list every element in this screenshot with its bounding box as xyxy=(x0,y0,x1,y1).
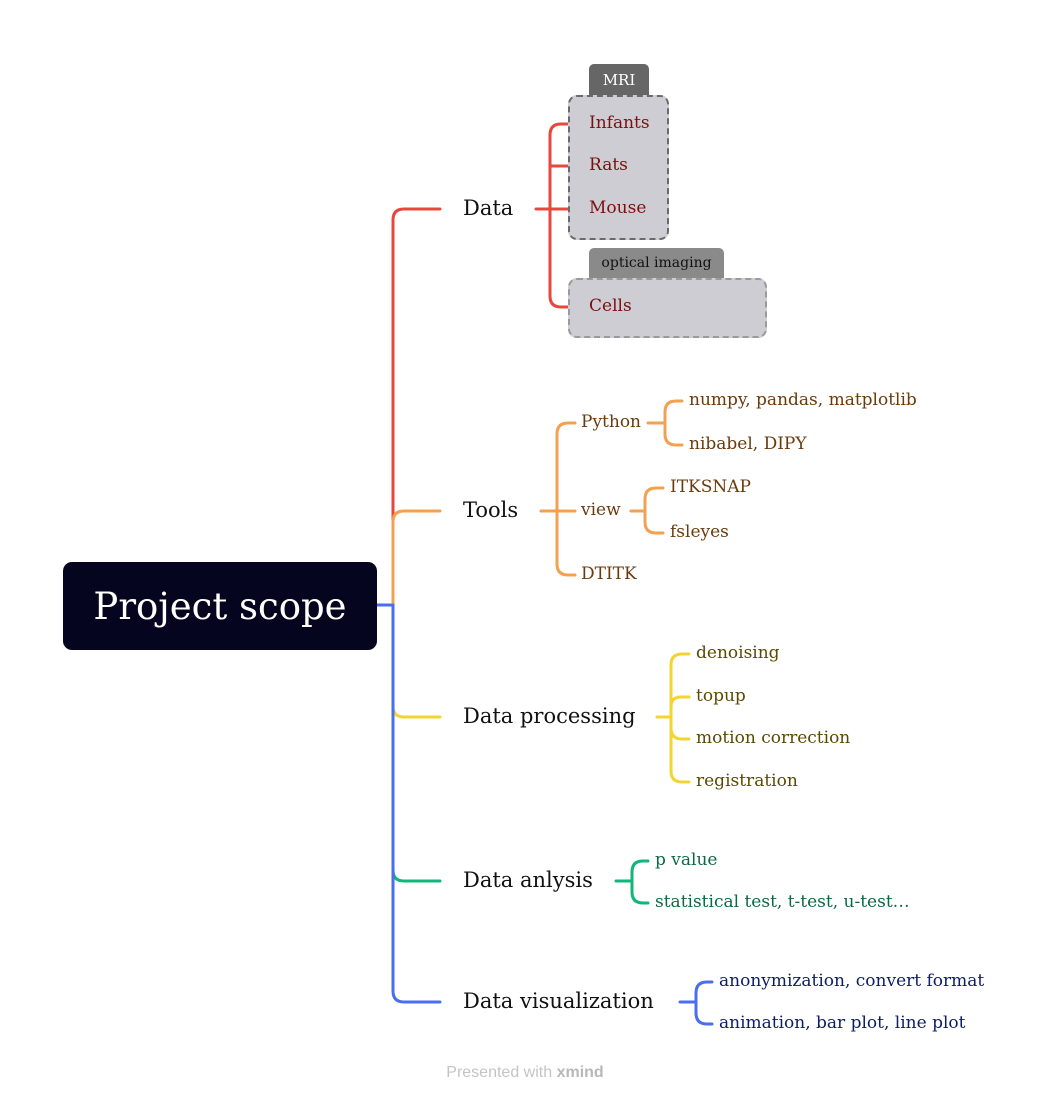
subtopic-registration[interactable]: registration xyxy=(696,771,798,791)
connector-tools xyxy=(391,509,442,607)
subtopic-p-value[interactable]: p value xyxy=(655,850,718,870)
boundary-tag-mri[interactable]: MRI xyxy=(589,64,649,95)
subtopic-motion-correction[interactable]: motion correction xyxy=(696,728,851,748)
subtopic-rats[interactable]: Rats xyxy=(589,155,628,175)
boundary-tag-optical-imaging[interactable]: optical imaging xyxy=(589,248,724,278)
connector-processing-children xyxy=(655,652,691,784)
connector-data xyxy=(391,207,442,522)
subtopic-mouse[interactable]: Mouse xyxy=(589,198,647,218)
subtopic-cells[interactable]: Cells xyxy=(589,296,632,316)
subtopic-statistical-test[interactable]: statistical test, t-test, u-test… xyxy=(655,892,910,912)
topic-data-visualization[interactable]: Data visualization xyxy=(463,989,654,1013)
connector-data-children xyxy=(534,122,582,309)
connector-processing xyxy=(391,603,442,719)
subtopic-itksnap[interactable]: ITKSNAP xyxy=(670,477,751,497)
root-topic-label: Project scope xyxy=(93,584,347,628)
subtopic-topup[interactable]: topup xyxy=(696,686,746,706)
subtopic-infants[interactable]: Infants xyxy=(589,113,650,133)
subtopic-anonymization[interactable]: anonymization, convert format xyxy=(719,971,985,991)
subtopic-numpy-pandas-matplotlib[interactable]: numpy, pandas, matplotlib xyxy=(689,390,917,410)
connector-visualization-children xyxy=(678,980,714,1026)
subtopic-nibabel-dipy[interactable]: nibabel, DIPY xyxy=(689,434,807,454)
connector-analysis-children xyxy=(614,859,650,905)
subtopic-python[interactable]: Python xyxy=(581,412,642,432)
root-topic[interactable]: Project scope xyxy=(63,562,377,650)
connector-visualization xyxy=(391,603,442,1004)
topic-data[interactable]: Data xyxy=(463,196,514,220)
subtopic-fsleyes[interactable]: fsleyes xyxy=(670,522,729,542)
footer-brand: xmind xyxy=(556,1064,604,1081)
footer-prefix: Presented with xyxy=(446,1064,553,1081)
subtopic-denoising[interactable]: denoising xyxy=(696,643,780,663)
subtopic-animation-plots[interactable]: animation, bar plot, line plot xyxy=(719,1013,966,1033)
connector-analysis xyxy=(391,603,442,883)
boundary-optical-imaging[interactable] xyxy=(568,278,767,338)
topic-data-processing[interactable]: Data processing xyxy=(463,704,636,728)
topic-tools[interactable]: Tools xyxy=(463,498,519,522)
subtopic-view[interactable]: view xyxy=(581,500,621,520)
topic-data-analysis[interactable]: Data anlysis xyxy=(463,868,593,892)
footer-credit: Presented with xmind xyxy=(0,1064,1050,1082)
subtopic-dtitk[interactable]: DTITK xyxy=(581,564,637,584)
boundary-mri[interactable] xyxy=(568,95,669,240)
connector-tools-children xyxy=(539,399,684,577)
